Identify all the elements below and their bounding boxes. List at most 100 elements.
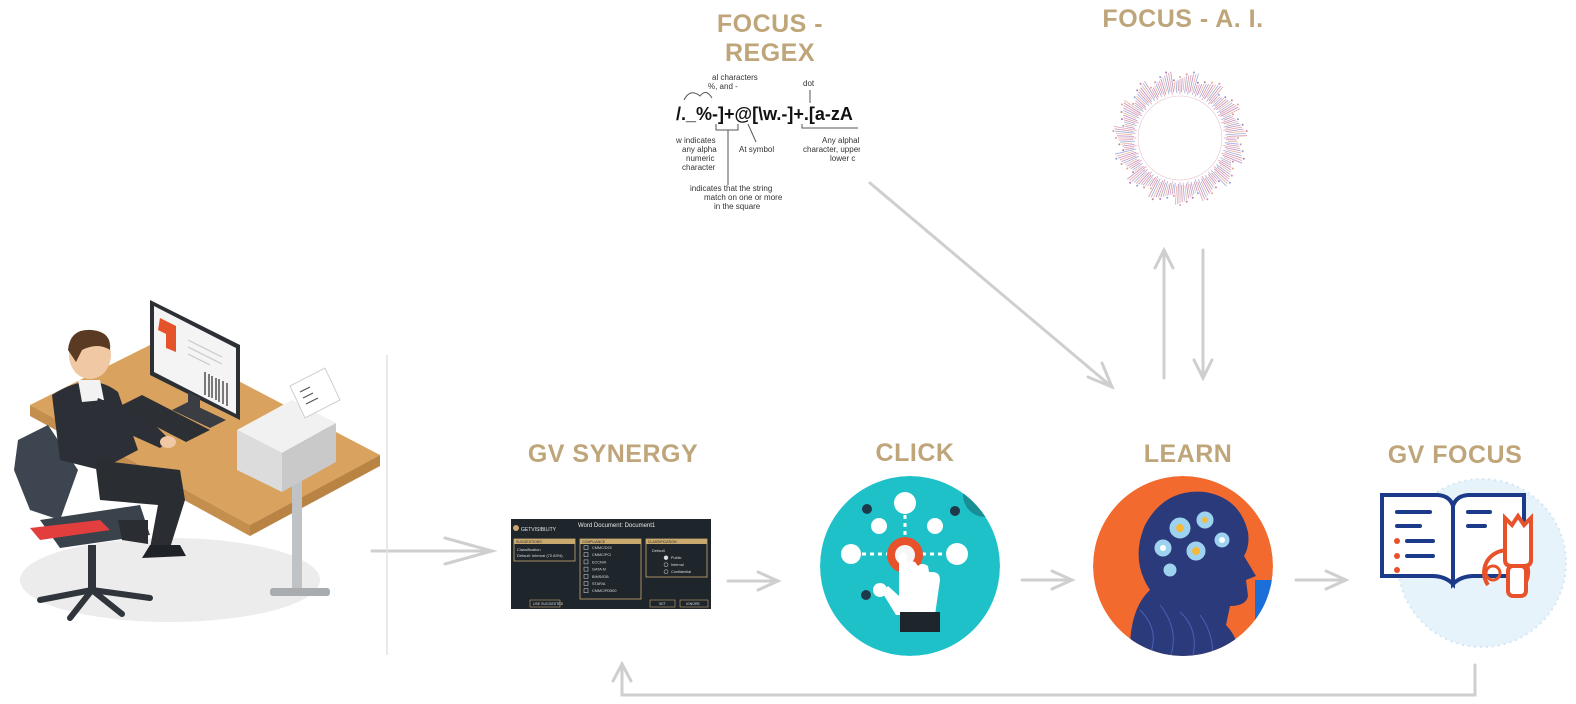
ai-spoke [1187,74,1192,95]
use-suggested-button[interactable] [529,599,561,608]
focus-ai-label: FOCUS - A. I. [1102,5,1264,33]
ai-spoke [1204,175,1214,188]
ai-spoke [1157,82,1163,95]
ai-node [1139,82,1142,85]
ai-spoke [1223,157,1232,162]
ai-spoke [1223,145,1241,149]
set-label: SET [659,602,667,606]
ai-spoke [1201,84,1212,101]
ai-spoke [1190,181,1195,195]
gv-synergy-label: GV SYNERGY [527,440,699,468]
compliance-checkbox[interactable] [583,552,589,557]
compliance-item-label: CMMC/PD500 [592,589,616,593]
ai-spoke [1135,100,1147,111]
ai-spoke [1220,157,1232,164]
ai-spoke [1123,107,1139,117]
ai-spoke [1217,102,1233,114]
classification-radio[interactable] [663,562,669,567]
regex-note-special: al characters [712,73,758,82]
ai-spoke [1136,96,1146,105]
ai-spoke [1168,72,1173,95]
ai-spoke [1218,162,1232,171]
ai-spoke [1116,135,1135,137]
set-button[interactable] [649,599,676,608]
ignore-button[interactable] [679,599,709,608]
ai-spoke [1118,139,1134,141]
regex-note-string: indicates that the string [690,184,772,193]
ai-spoke [1133,169,1148,183]
ai-node [1217,93,1220,96]
ai-node [1115,137,1117,139]
ai-spoke [1134,104,1144,112]
ai-spoke [1149,176,1156,187]
ai-spoke [1177,183,1179,205]
ai-spoke [1155,83,1163,98]
ai-spoke [1123,117,1139,124]
ai-spoke [1191,73,1197,92]
ai-spoke [1126,165,1145,180]
ai-spoke [1151,175,1159,187]
classification-option-label: Internal [671,563,684,567]
ai-spoke [1164,75,1170,95]
ai-node [1206,198,1209,201]
ai-spoke [1226,149,1242,154]
synergy-col2-header: COMPLIANCE [582,540,606,544]
ai-spoke [1120,140,1136,143]
ai-node [1185,73,1188,76]
ai-spoke [1132,162,1143,171]
ai-spoke [1216,166,1230,178]
ai-spoke [1207,86,1224,105]
regex-note-character: character [682,163,716,172]
ai-node [1120,163,1123,165]
ai-spoke [1144,80,1156,99]
regex-note-lower: lower c [830,154,855,163]
ai-node [1159,76,1162,79]
ai-spoke [1207,176,1216,186]
compliance-item-label: ECCN/K [592,560,607,564]
compliance-checkbox[interactable] [583,588,589,593]
compliance-item-label: STAR/A [592,582,606,586]
ai-spoke [1144,174,1154,186]
compliance-checkbox[interactable] [583,545,589,550]
ai-node [1214,186,1217,189]
compliance-checkbox[interactable] [583,566,589,572]
arrow-regex-to-learn [868,181,1115,390]
ai-node [1217,180,1220,183]
ai-spoke [1138,171,1150,185]
compliance-checkbox[interactable] [583,581,589,586]
ai-node [1159,197,1162,200]
ai-spoke [1197,181,1206,200]
ai-node [1237,137,1239,139]
regex-note-square: in the square [714,202,761,211]
ai-spoke [1213,165,1230,180]
ai-spoke [1148,179,1159,198]
regex-note-match: match on one or more [704,193,783,202]
ai-spoke [1160,182,1166,198]
classification-radio[interactable] [663,555,669,560]
ai-spoke [1130,162,1141,170]
ai-spoke [1142,174,1152,186]
ai-spoke [1219,164,1231,173]
ai-spoke [1227,140,1238,143]
ai-spoke [1153,181,1161,198]
ai-node [1232,160,1234,163]
ai-spoke [1123,155,1140,164]
ai-spoke [1114,128,1134,132]
compliance-checkbox[interactable] [583,559,589,565]
compliance-item-label: CMMC/DOI [592,546,612,550]
ai-spoke [1162,77,1168,93]
ai-node [1211,192,1213,195]
ai-spoke [1223,119,1237,125]
compliance-checkbox[interactable] [583,574,589,579]
ai-inner-ring [1137,95,1223,181]
ai-spoke [1220,106,1239,117]
ai-spoke [1123,145,1137,149]
classification-radio[interactable] [663,569,669,574]
ai-spoke [1125,147,1135,150]
ai-spoke [1207,171,1217,182]
ai-spoke [1181,184,1183,203]
ai-spoke [1128,159,1143,168]
ai-spoke [1147,177,1154,187]
ai-spoke [1217,159,1232,168]
compliance-item-label: GATA M [592,568,606,572]
